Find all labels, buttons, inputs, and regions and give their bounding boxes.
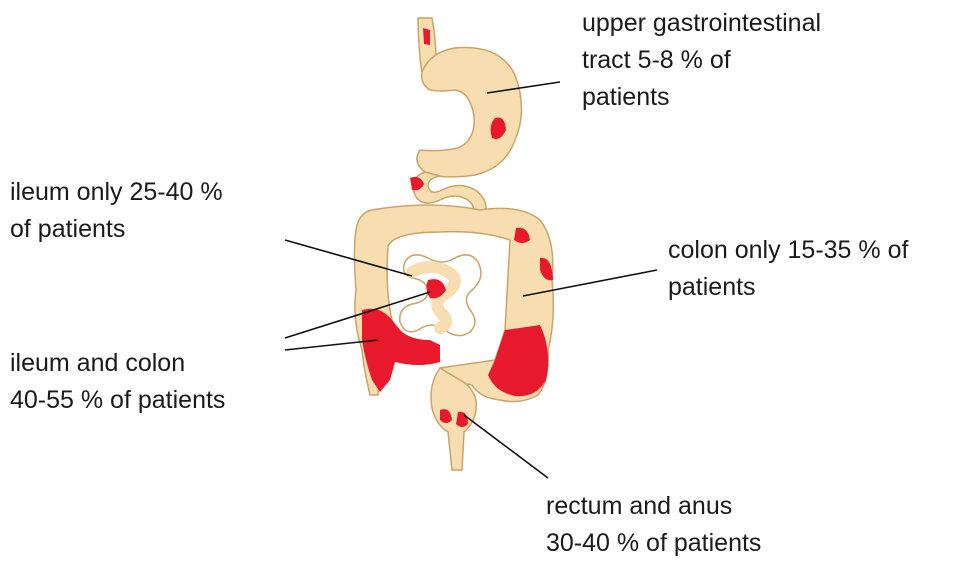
label-ileum-only: ileum only 25-40 % of patients (10, 174, 223, 248)
leader-rectum-anus (464, 415, 548, 478)
stomach (417, 48, 522, 177)
label-upper-gi-line3: patients (582, 79, 821, 116)
label-colon-only: colon only 15-35 % of patients (668, 232, 908, 306)
label-colon-only-line2: patients (668, 269, 908, 306)
affected-esophagus (423, 28, 430, 45)
label-rectum-anus-line1: rectum and anus (546, 488, 761, 525)
leader-ileum-only (285, 240, 412, 276)
label-ileum-colon-line1: ileum and colon (10, 345, 225, 382)
label-ileum-colon: ileum and colon 40-55 % of patients (10, 345, 225, 419)
label-upper-gi-line1: upper gastrointestinal (582, 5, 821, 42)
label-rectum-anus: rectum and anus 30-40 % of patients (546, 488, 761, 562)
label-upper-gi-line2: tract 5-8 % of (582, 42, 821, 79)
affected-sigmoid (488, 325, 548, 396)
label-rectum-anus-line2: 30-40 % of patients (546, 525, 761, 562)
label-colon-only-line1: colon only 15-35 % of (668, 232, 908, 269)
label-ileum-only-line1: ileum only 25-40 % (10, 174, 223, 211)
label-ileum-only-line2: of patients (10, 211, 223, 248)
label-upper-gi: upper gastrointestinal tract 5-8 % of pa… (582, 5, 821, 116)
label-ileum-colon-line2: 40-55 % of patients (10, 382, 225, 419)
